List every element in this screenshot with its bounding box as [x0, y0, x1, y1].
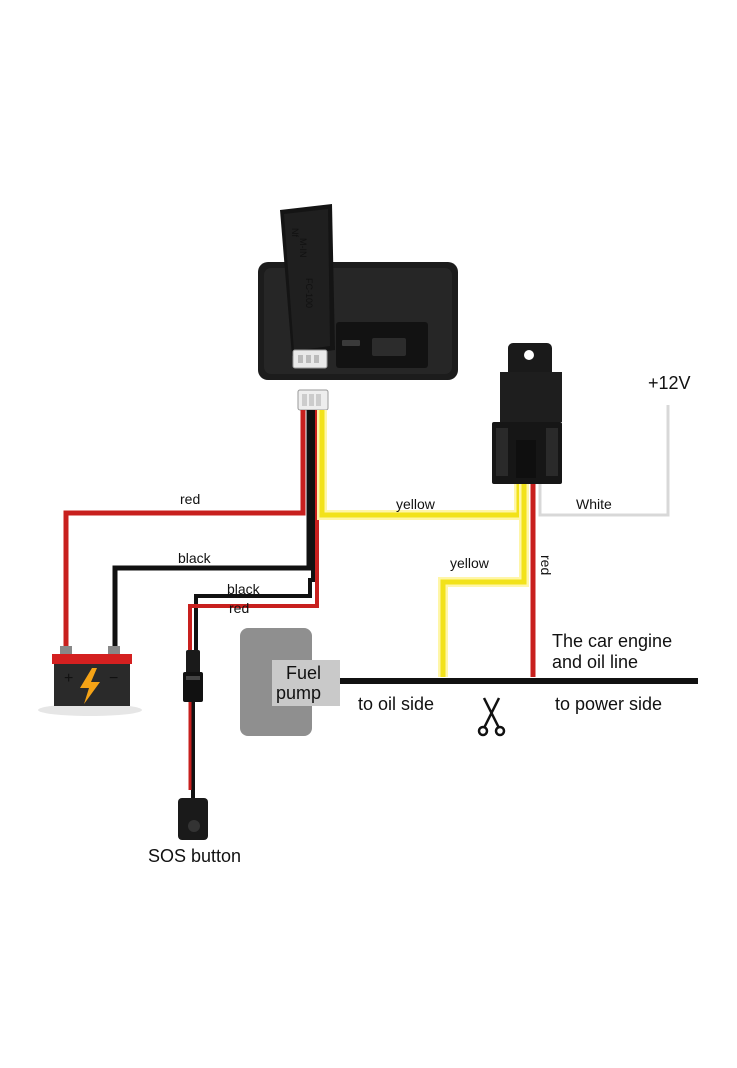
label-yellow-relay: yellow [396, 496, 436, 512]
battery-plus: + [64, 670, 73, 687]
gps-tracker-device: M-IN Nf FC-100 [258, 204, 458, 380]
engine-title-line2: and oil line [552, 652, 638, 672]
sim-label-2: Nf [290, 228, 300, 237]
label-black-sos: black [227, 581, 261, 597]
white-wire [538, 405, 670, 517]
engine-title-line1: The car engine [552, 631, 672, 651]
label-black-battery: black [178, 550, 212, 566]
fuel-pump-line2: pump [276, 683, 321, 703]
sim-label-1: M-IN [298, 238, 308, 258]
relay [492, 343, 562, 484]
label-oil-side: to oil side [358, 694, 434, 714]
label-yellow-oil: yellow [450, 555, 490, 571]
label-red-sos: red [229, 600, 249, 616]
red-wire-battery [63, 410, 306, 652]
lightning-bolt-icon [80, 668, 100, 704]
label-power-side: to power side [555, 694, 662, 714]
card-text: FC-100 [304, 278, 314, 308]
label-white: White [576, 496, 612, 512]
fuel-pump-line1: Fuel [286, 663, 321, 683]
label-red-battery: red [180, 491, 200, 507]
black-wire-battery [112, 410, 312, 652]
sos-label: SOS button [148, 846, 241, 866]
yellow-wire-oil [440, 480, 527, 677]
battery-minus: − [109, 670, 118, 687]
label-red-relay: red [538, 555, 554, 575]
fuel-pump: Fuel pump [240, 628, 340, 736]
black-wire-sos [194, 410, 315, 672]
scissors-icon [477, 697, 506, 737]
harness-connector [297, 389, 329, 411]
battery: + − [38, 646, 142, 716]
sos-connector [183, 650, 203, 702]
sos-button-icon [178, 798, 208, 840]
label-plus12v: +12V [648, 373, 691, 393]
